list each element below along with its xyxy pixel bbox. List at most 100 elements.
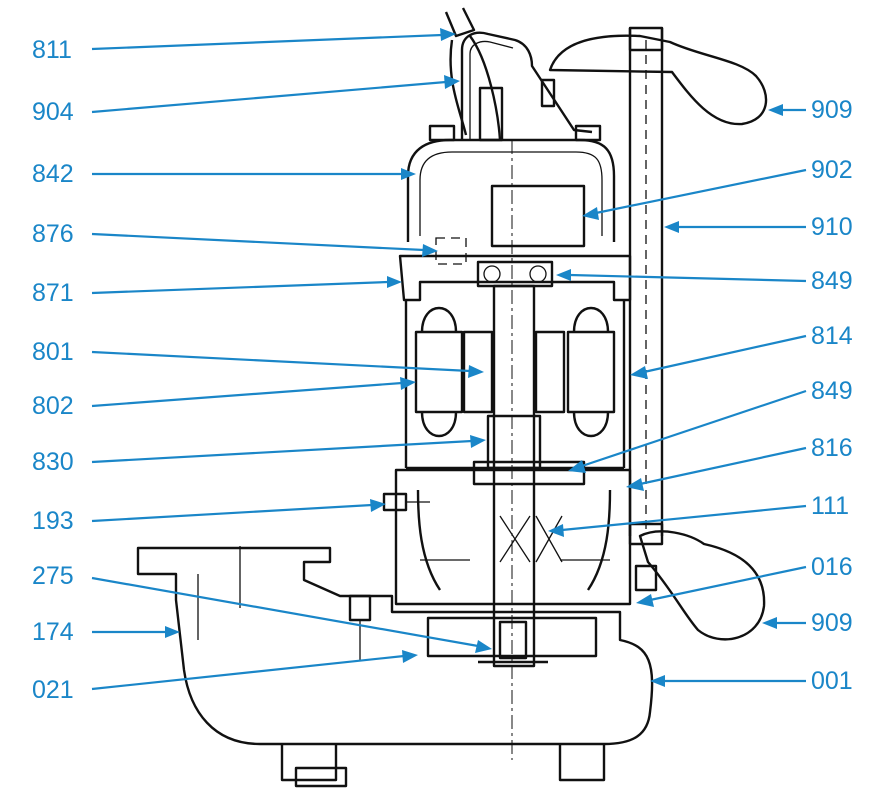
leader-arrowhead xyxy=(402,650,418,663)
leader-arrowhead xyxy=(650,675,665,687)
shaft xyxy=(492,284,536,668)
leader-line xyxy=(91,232,425,252)
seal-housing xyxy=(394,468,632,606)
leader-arrowhead xyxy=(387,276,402,288)
callout-label: 001 xyxy=(811,667,853,695)
leader-arrowhead xyxy=(475,640,492,653)
leader-arrowhead xyxy=(768,104,783,116)
callout-016: 016 xyxy=(636,553,853,607)
callout-label: 871 xyxy=(32,279,74,307)
lower-bearing xyxy=(472,460,586,486)
plug xyxy=(435,237,467,265)
callout-001: 001 xyxy=(650,667,853,695)
callout-label: 910 xyxy=(811,213,853,241)
float-clamp-top xyxy=(628,26,664,52)
bearing-ball xyxy=(483,265,501,283)
callout-111: 111 xyxy=(548,492,849,537)
winding-right-outer xyxy=(566,330,616,414)
callout-801: 801 xyxy=(32,338,484,378)
callout-label: 801 xyxy=(32,338,74,366)
leader-arrowhead xyxy=(762,617,777,629)
leader-line xyxy=(91,381,403,408)
leader-line xyxy=(581,389,807,468)
callout-909-lower: 909 xyxy=(762,609,853,637)
callout-label: 842 xyxy=(32,160,74,188)
callout-label: 909 xyxy=(811,609,853,637)
winding-end-turns xyxy=(420,306,610,438)
leader-arrowhead xyxy=(568,460,586,473)
callout-label: 021 xyxy=(32,676,74,704)
callout-811: 811 xyxy=(32,28,456,64)
pump-feet xyxy=(280,744,606,782)
rotor xyxy=(486,414,542,470)
callout-label: 802 xyxy=(32,392,74,420)
leader-arrowhead xyxy=(400,377,416,390)
handle-inner xyxy=(469,40,514,140)
callout-label: 849 xyxy=(811,267,853,295)
callout-label: 016 xyxy=(811,553,853,581)
volute-casing xyxy=(136,546,654,746)
cable-end xyxy=(444,7,476,38)
leader-line xyxy=(569,273,807,283)
callout-802: 802 xyxy=(32,377,416,420)
leader-arrowhead xyxy=(440,28,456,41)
winding-left-outer xyxy=(414,330,464,414)
callout-021: 021 xyxy=(32,650,418,704)
leader-line xyxy=(91,503,373,523)
float-upper xyxy=(548,34,768,126)
leader-arrowhead xyxy=(582,207,599,220)
cover-bolt-left xyxy=(428,124,456,142)
callout-label: 876 xyxy=(32,220,74,248)
callout-label: 811 xyxy=(32,36,72,64)
casing-bolt-right xyxy=(634,564,658,592)
casing-bolt xyxy=(348,594,372,622)
mechanical-seal xyxy=(499,515,563,563)
callout-label: 816 xyxy=(811,434,853,462)
leader-arrowhead xyxy=(556,269,571,281)
callout-849-lower: 849 xyxy=(568,377,853,473)
callout-909-upper: 909 xyxy=(768,96,853,124)
leader-arrowhead xyxy=(370,499,386,512)
callout-876: 876 xyxy=(32,220,438,257)
leader-arrowhead xyxy=(470,435,486,448)
handle xyxy=(460,31,593,140)
leader-arrowhead xyxy=(422,244,438,257)
callout-816: 816 xyxy=(626,434,853,491)
discharge-centerline xyxy=(197,546,241,640)
winding-left-inner xyxy=(462,330,494,414)
callout-layer: 811 904 842 876 871 801 xyxy=(32,28,853,704)
callout-275: 275 xyxy=(32,562,492,653)
leader-arrowhead xyxy=(444,75,460,89)
float-gland xyxy=(540,78,556,108)
callout-193: 193 xyxy=(32,499,386,535)
motor-cover-inner xyxy=(419,151,603,236)
pump-body-drawing xyxy=(136,7,768,788)
callout-label: 849 xyxy=(811,377,853,405)
leader-line xyxy=(91,280,389,295)
bearing-ball xyxy=(529,265,547,283)
callout-174: 174 xyxy=(32,618,180,646)
callout-label: 193 xyxy=(32,507,74,535)
leader-line xyxy=(649,565,807,602)
leader-arrowhead xyxy=(664,221,679,233)
callout-label: 814 xyxy=(811,322,853,350)
leader-line xyxy=(91,33,443,51)
callout-842: 842 xyxy=(32,160,416,188)
callout-910: 910 xyxy=(664,213,853,241)
leader-arrowhead xyxy=(630,366,648,379)
oil-chamber xyxy=(416,489,612,591)
leader-arrowhead xyxy=(626,478,644,491)
leader-arrowhead xyxy=(401,168,416,180)
leader-arrowhead xyxy=(636,594,654,607)
leader-line xyxy=(91,350,471,373)
motor-cover xyxy=(406,138,616,242)
callout-871: 871 xyxy=(32,276,402,307)
leader-line xyxy=(91,80,447,114)
leader-line xyxy=(643,334,807,374)
leader-line xyxy=(91,654,405,691)
impeller xyxy=(426,616,598,658)
leader-arrowhead xyxy=(165,626,180,638)
callout-label: 111 xyxy=(811,492,849,520)
